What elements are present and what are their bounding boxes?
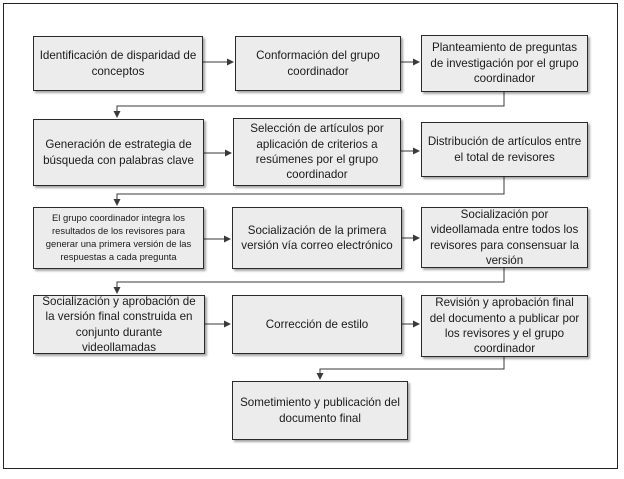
step-socializacion-correo: Socialización de la primera versión vía …	[232, 207, 402, 269]
step-integracion-resultados: El grupo coordinador integra los resulta…	[33, 207, 204, 269]
step-aprobacion-version-final: Socialización y aprobación de la versión…	[33, 295, 205, 354]
step-socializacion-videollamada: Socialización por videollamada entre tod…	[421, 207, 588, 268]
arrow-n6-n7	[113, 177, 505, 206]
step-distribucion-articulos: Distribución de artículos entre el total…	[421, 122, 588, 177]
arrow-n3-n4	[113, 92, 505, 118]
step-identificacion-disparidad: Identificación de disparidad de concepto…	[33, 36, 203, 91]
step-planteamiento-preguntas: Planteamiento de preguntas de investigac…	[421, 35, 588, 92]
step-estrategia-busqueda: Generación de estrategia de búsqueda con…	[33, 119, 204, 186]
step-seleccion-articulos: Selección de artículos por aplicación de…	[233, 118, 401, 186]
step-correccion-estilo: Corrección de estilo	[232, 295, 402, 354]
step-revision-aprobacion-final: Revisión y aprobación final del document…	[421, 295, 588, 357]
step-conformacion-grupo: Conformación del grupo coordinador	[235, 36, 401, 91]
arrow-n9-n10	[113, 268, 505, 294]
arrow-n12-n13	[316, 357, 505, 380]
step-sometimiento-publicacion: Sometimiento y publicación del documento…	[232, 381, 408, 440]
